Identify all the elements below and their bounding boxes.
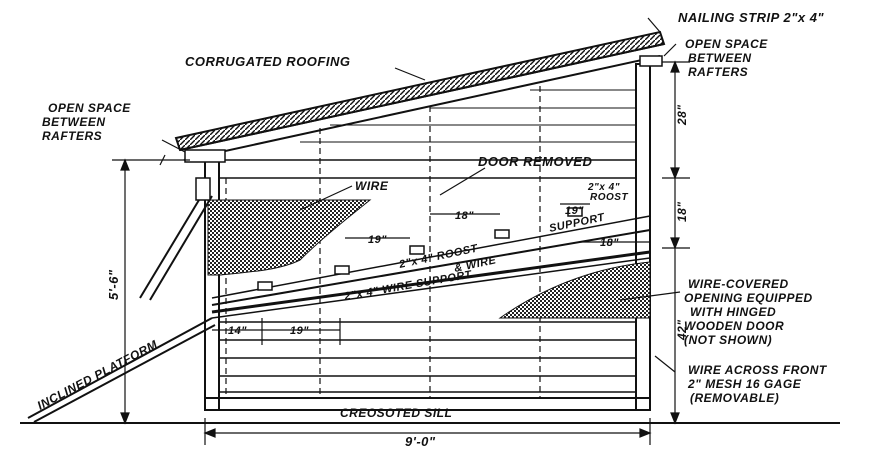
label-corrugated-roofing: CORRUGATED ROOFING — [185, 54, 350, 69]
label-open-space-right-1: OPEN SPACE — [685, 37, 768, 51]
label-wire-front-1: WIRE ACROSS FRONT — [688, 363, 828, 377]
dimension-lines — [112, 60, 690, 445]
label-wire-front-3: (REMOVABLE) — [690, 391, 779, 405]
label-dim-28: 28" — [675, 104, 689, 126]
label-open-space-left-2: BETWEEN — [42, 115, 106, 129]
label-dim-18-right: 18" — [675, 201, 689, 222]
label-creosoted-sill: CREOSOTED SILL — [340, 406, 452, 420]
label-wire-support: 2"x 4" WIRE SUPPORT — [342, 269, 473, 304]
label-wire-covered-3: WITH HINGED — [690, 305, 776, 319]
label-wire-covered-4: WOODEN DOOR — [684, 319, 784, 333]
wire-mesh-upper-left — [207, 199, 372, 276]
label-inclined-platform: INCLINED PLATFORM — [35, 337, 161, 413]
label-nailing-strip: NAILING STRIP 2"x 4" — [678, 10, 824, 25]
label-overall-width: 9'-0" — [405, 434, 436, 449]
wire-mesh-lower-right — [498, 261, 651, 319]
shed-frame — [204, 63, 651, 411]
label-wire-front-2: 2" MESH 16 GAGE — [687, 377, 802, 391]
label-open-space-right-3: RAFTERS — [688, 65, 748, 79]
front-wire-panel — [139, 177, 213, 301]
label-open-space-right-2: BETWEEN — [688, 51, 752, 65]
label-open-space-left-3: RAFTERS — [42, 129, 102, 143]
label-dim-18-a: 18" — [455, 210, 474, 222]
label-dim-42: 42" — [675, 319, 689, 341]
label-dim-14: 14" — [228, 325, 247, 337]
label-dim-19-c: 19" — [290, 325, 309, 337]
label-dim-19-b: 19" — [565, 205, 584, 217]
roof — [174, 30, 666, 163]
label-roost-small-2: ROOST — [590, 192, 628, 203]
leader-lines — [159, 17, 681, 373]
label-door-removed: DOOR REMOVED — [478, 154, 592, 169]
label-wire-covered-1: WIRE-COVERED — [688, 277, 789, 291]
label-wire-covered-2: OPENING EQUIPPED — [684, 291, 813, 305]
label-wire: WIRE — [355, 179, 389, 193]
roost-supports — [211, 207, 651, 319]
label-dim-19-a: 19" — [368, 234, 387, 246]
label-wire-covered-5: (NOT SHOWN) — [684, 333, 772, 347]
label-roost-small-1: 2"x 4" — [587, 182, 620, 193]
label-height-left: 5'-6" — [106, 269, 121, 300]
label-dim-18-b: 18" — [600, 237, 619, 249]
label-open-space-left-1: OPEN SPACE — [48, 101, 131, 115]
